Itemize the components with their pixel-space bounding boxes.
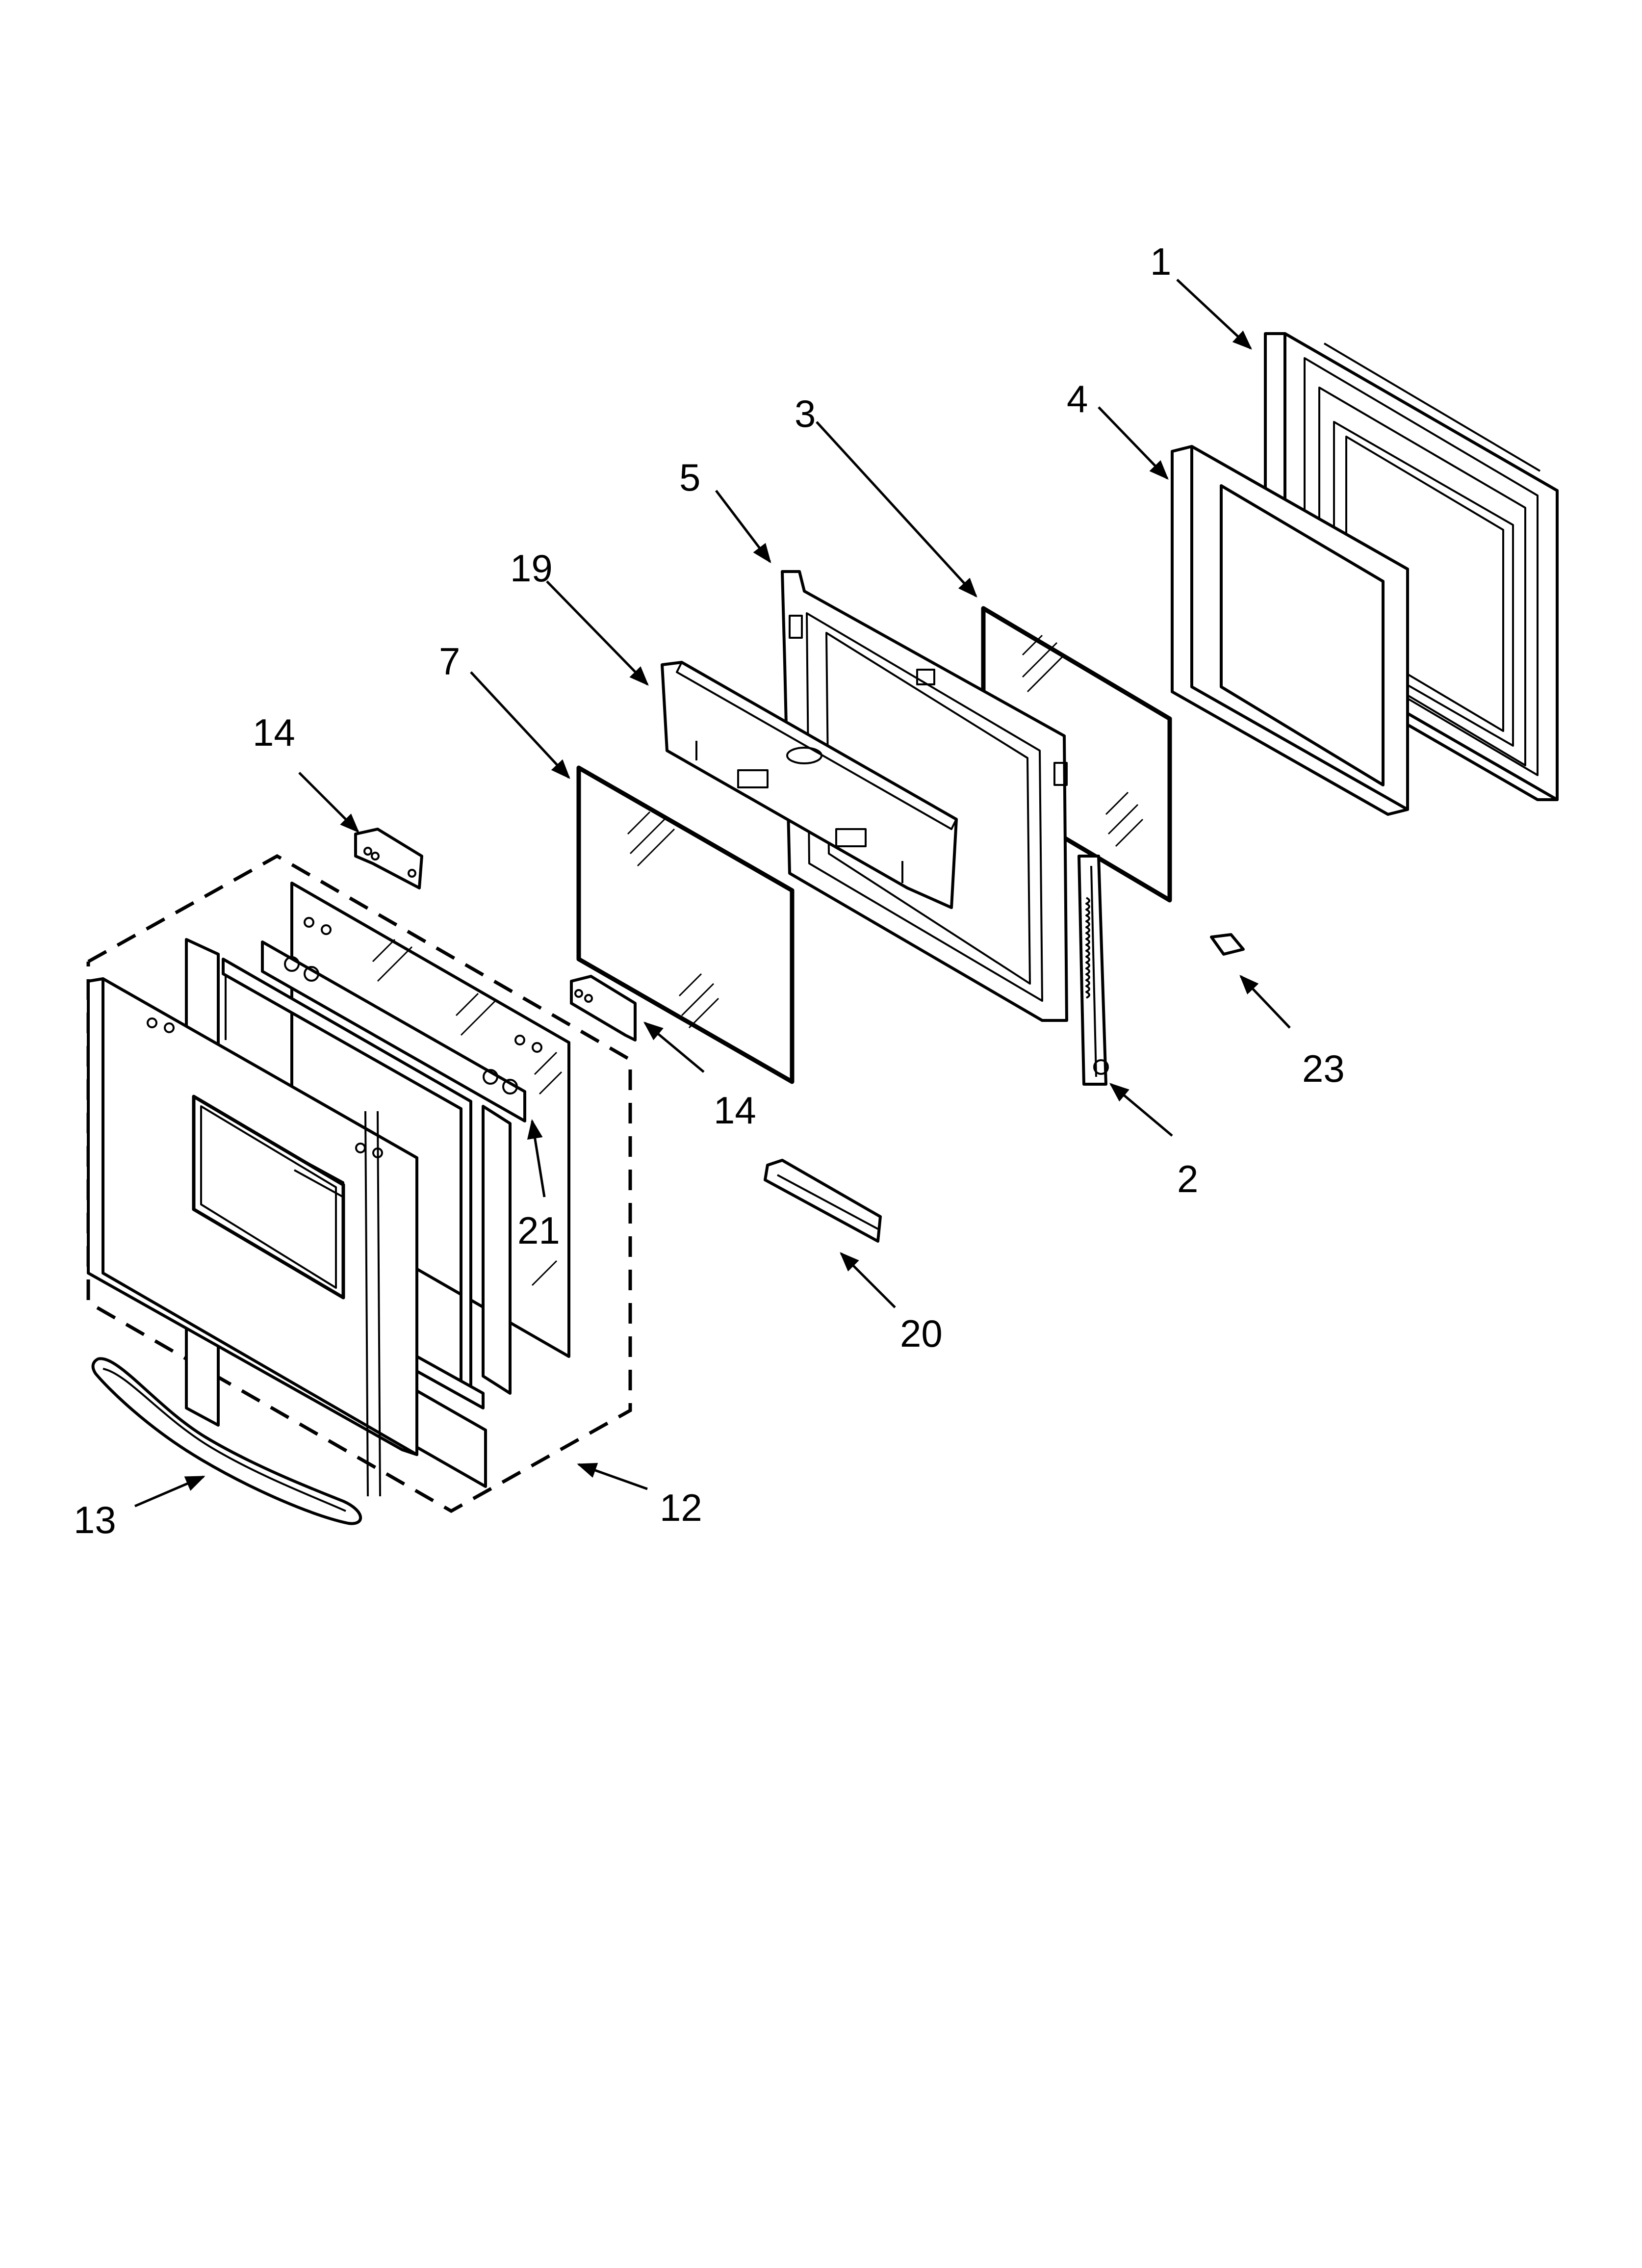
part-label-20: 20 — [900, 1312, 943, 1355]
part-label-5: 5 — [679, 456, 700, 499]
part-label-19: 19 — [510, 547, 553, 590]
part-13-handle — [91, 1357, 362, 1525]
part-labels: 1 2 3 4 5 7 12 13 14 14 19 20 21 23 — [74, 240, 1345, 1541]
part-label-7: 7 — [439, 640, 460, 683]
part-20-vent-strip — [764, 1159, 882, 1243]
part-label-4: 4 — [1067, 377, 1088, 420]
part-7-glass-pane — [576, 765, 795, 1084]
part-12-outer-door-assembly — [86, 854, 632, 1513]
part-label-21: 21 — [517, 1209, 560, 1252]
part-23-clip — [1210, 933, 1245, 956]
part-label-12: 12 — [660, 1486, 702, 1529]
part-19-heat-shield — [661, 661, 958, 909]
leader-lines — [134, 279, 1291, 1508]
part-label-14a: 14 — [253, 711, 295, 754]
part-4-gasket-frame — [1171, 445, 1409, 816]
part-label-13: 13 — [74, 1498, 116, 1541]
part-label-2: 2 — [1177, 1157, 1198, 1200]
part-14-bracket-lower — [570, 975, 637, 1042]
part-2-hinge-rail — [1078, 855, 1109, 1086]
part-label-1: 1 — [1150, 240, 1171, 283]
part-label-3: 3 — [795, 392, 816, 435]
part-label-14b: 14 — [714, 1089, 756, 1132]
part-14-bracket-upper — [354, 828, 423, 889]
part-label-23: 23 — [1302, 1047, 1345, 1090]
